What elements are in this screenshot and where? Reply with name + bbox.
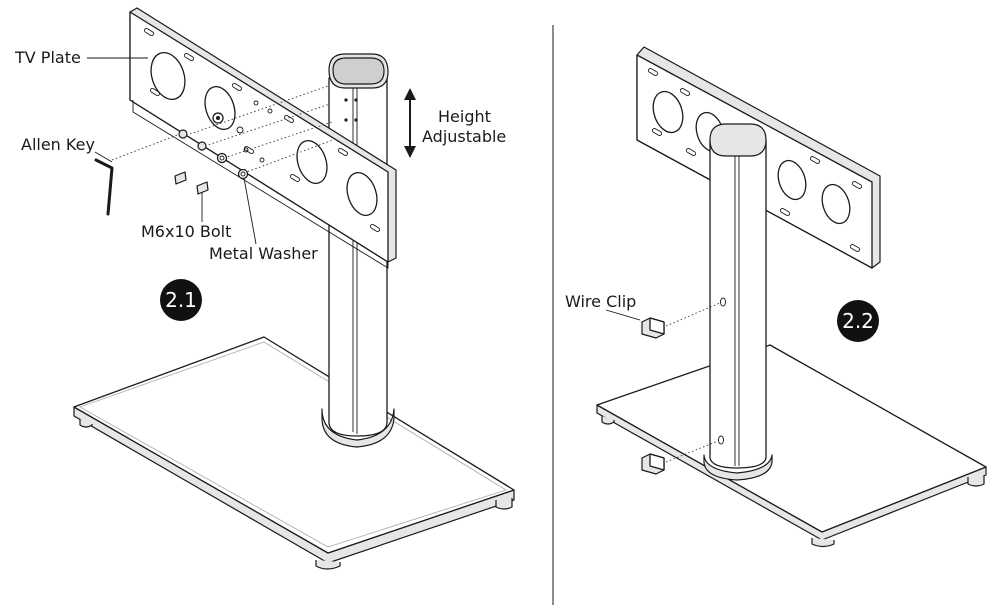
base-plate [596, 344, 987, 548]
bolt-label: M6x10 Bolt [141, 222, 231, 241]
tv-plate-label: TV Plate [14, 48, 81, 67]
base-plate [73, 336, 515, 570]
panel-step-2-2: Wire Clip 2.2 [565, 46, 987, 548]
height-label: Height [438, 107, 491, 126]
wire-clip-label: Wire Clip [565, 292, 636, 311]
wire-clip-lower [641, 440, 719, 475]
wire-clip-upper [641, 302, 721, 339]
step-number: 2.2 [842, 309, 874, 333]
step-badge: 2.2 [837, 300, 879, 342]
allen-key-tool [94, 158, 114, 216]
hardware [111, 85, 334, 195]
adjustable-label: Adjustable [422, 127, 506, 146]
height-arrow [404, 88, 416, 158]
step-number: 2.1 [165, 288, 197, 312]
tv-plate [129, 7, 397, 269]
column [703, 123, 773, 481]
washer-label: Metal Washer [209, 244, 318, 263]
step-badge: 2.1 [160, 279, 202, 321]
panel-step-2-1: TV Plate Allen Key M6x10 Bolt Metal Wash… [14, 7, 515, 570]
allen-key-label: Allen Key [21, 135, 95, 154]
